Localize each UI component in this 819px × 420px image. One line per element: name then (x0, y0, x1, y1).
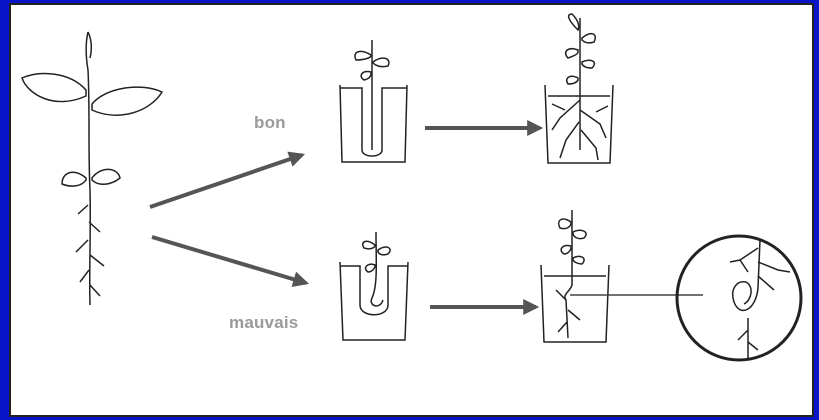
good-grown-plant (544, 13, 614, 164)
bad-label: mauvais (229, 313, 299, 332)
bad-planting-pot (339, 231, 409, 341)
seedling-illustration (21, 31, 164, 306)
good-planting-pot (339, 40, 408, 163)
diagram-panel (9, 3, 814, 417)
root-zoom-detail (675, 234, 803, 362)
good-label: bon (254, 113, 286, 132)
arrow-to-bad (151, 235, 310, 288)
bad-grown-plant (540, 210, 610, 343)
arrow-to-good (149, 151, 306, 209)
